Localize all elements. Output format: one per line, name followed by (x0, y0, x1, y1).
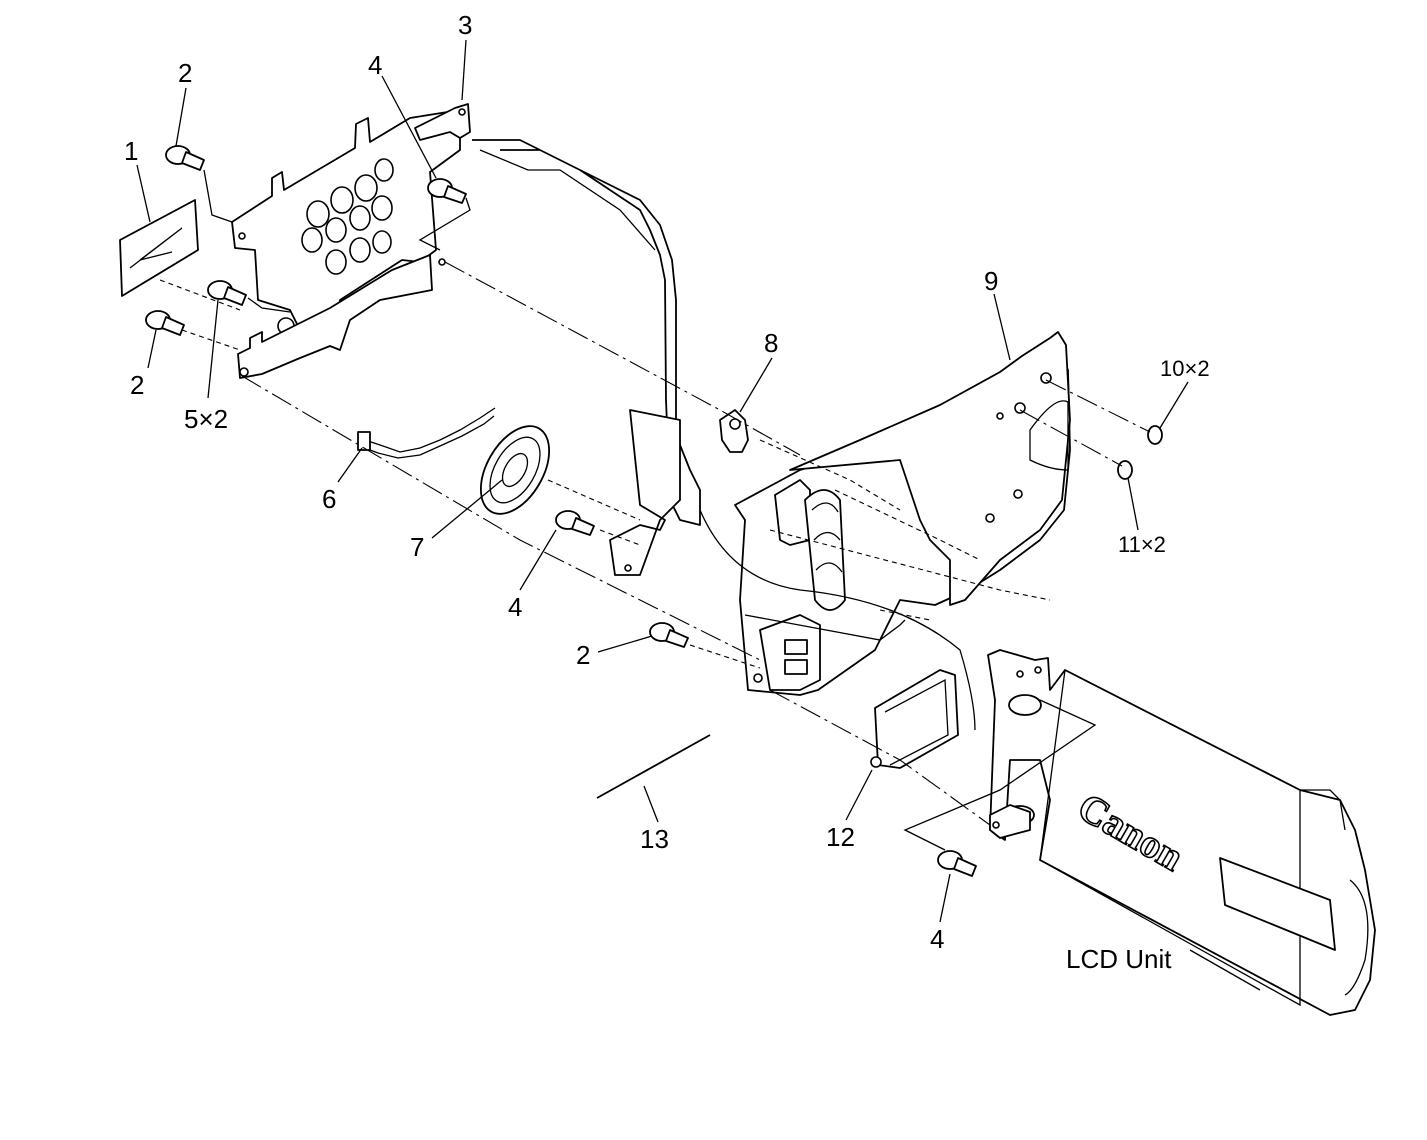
part-9-side-frame (789, 331, 1071, 606)
part-13-rod (596, 734, 711, 799)
callout-8: 8 (764, 328, 778, 358)
callout-2-middle: 2 (130, 370, 144, 400)
lcd-unit-label: LCD Unit (1066, 944, 1172, 974)
callout-11x2: 11×2 (1118, 532, 1166, 557)
callout-12: 12 (826, 822, 855, 852)
part-3-bracket (414, 103, 471, 141)
callout-4-middle: 4 (508, 592, 522, 622)
callout-7: 7 (410, 532, 424, 562)
part-7-speaker (479, 425, 551, 515)
callout-6: 6 (322, 484, 336, 514)
screws (145, 145, 1163, 877)
callout-4-bottom: 4 (930, 924, 944, 954)
screw-2-middle (145, 310, 185, 336)
callout-10x2: 10×2 (1160, 356, 1210, 381)
lcd-unit: Canon (987, 649, 1376, 1016)
part-1-label-sticker (119, 199, 199, 297)
shield-plate (231, 109, 461, 343)
screw-5 (207, 280, 247, 306)
callout-4-top: 4 (368, 50, 382, 80)
callout-2-lower: 2 (576, 640, 590, 670)
screw-2-lower (649, 622, 689, 648)
callout-2-top: 2 (178, 58, 192, 88)
screw-2-top (165, 145, 205, 171)
part-8-clip (719, 409, 749, 453)
callout-9: 9 (984, 266, 998, 296)
cable-holder-bracket (609, 409, 681, 576)
part-12-card-module (870, 669, 959, 769)
part-11-cap (1117, 460, 1133, 480)
part-10-cap (1147, 425, 1163, 445)
screw-4-top (427, 178, 467, 204)
assembly-lines (159, 169, 1151, 851)
callout-3: 3 (458, 10, 472, 40)
lower-bracket (237, 254, 433, 379)
callout-5x2: 5×2 (184, 404, 228, 434)
callouts: 1 2 3 4 2 5×2 6 7 4 8 9 10×2 11×2 2 13 1… (124, 10, 1210, 974)
leader-lines (136, 39, 1261, 991)
screw-4-middle (555, 510, 595, 536)
callout-1: 1 (124, 136, 138, 166)
callout-13: 13 (640, 824, 669, 854)
screw-4-bottom (937, 850, 977, 877)
part-6-wire-harness (357, 407, 496, 459)
